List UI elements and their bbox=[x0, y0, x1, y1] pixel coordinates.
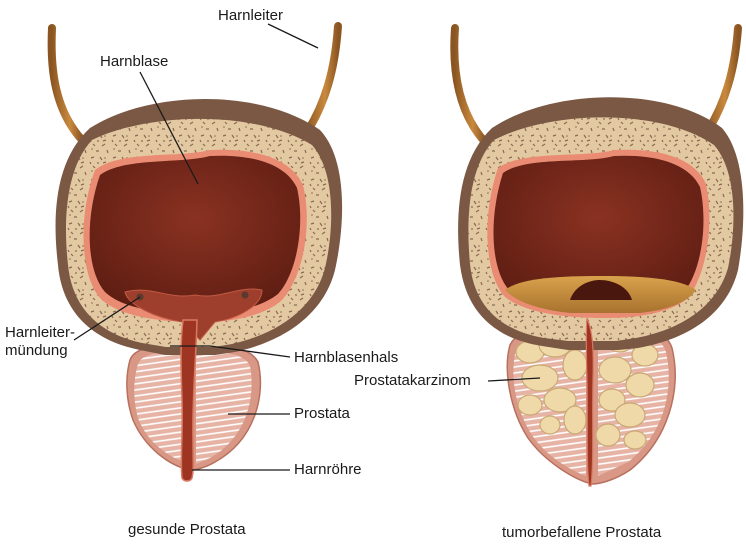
caption-healthy: gesunde Prostata bbox=[128, 521, 246, 538]
label-harnleiter: Harnleiter bbox=[218, 7, 283, 24]
leader-harnleiter bbox=[268, 24, 318, 48]
urethra bbox=[586, 318, 593, 486]
label-harnleitermuendung-line1: Harnleiter- bbox=[5, 324, 75, 341]
left-ureter bbox=[454, 28, 485, 142]
ureter-orifice-right bbox=[242, 292, 249, 299]
tumor-diagram bbox=[454, 28, 743, 486]
label-prostatakarzinom: Prostatakarzinom bbox=[354, 372, 471, 389]
right-ureter bbox=[705, 28, 738, 135]
label-harnblase: Harnblase bbox=[100, 53, 168, 70]
caption-tumor: tumorbefallene Prostata bbox=[502, 524, 661, 541]
label-harnblasenhals: Harnblasenhals bbox=[294, 349, 398, 366]
label-harnleitermuendung-line2: mündung bbox=[5, 342, 68, 359]
label-harnroehre: Harnröhre bbox=[294, 461, 362, 478]
right-ureter bbox=[305, 26, 338, 135]
label-prostata: Prostata bbox=[294, 405, 350, 422]
left-ureter bbox=[52, 28, 82, 140]
